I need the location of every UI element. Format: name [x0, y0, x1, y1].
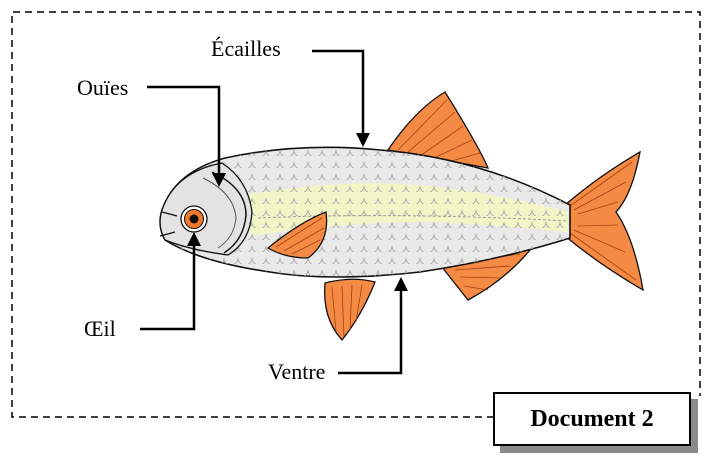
document-title: Document 2	[530, 406, 653, 433]
label-ecailles: Écailles	[211, 38, 281, 60]
label-ouies: Ouïes	[77, 77, 128, 99]
fish-head	[160, 163, 252, 255]
label-oeil: Œil	[84, 318, 116, 340]
pelvic-fin	[325, 279, 375, 340]
callout-ecailles	[312, 51, 370, 147]
tail-fin	[565, 152, 643, 290]
label-ventre: Ventre	[268, 361, 325, 383]
document-caption-box: Document 2	[493, 392, 691, 446]
eye	[181, 206, 207, 232]
